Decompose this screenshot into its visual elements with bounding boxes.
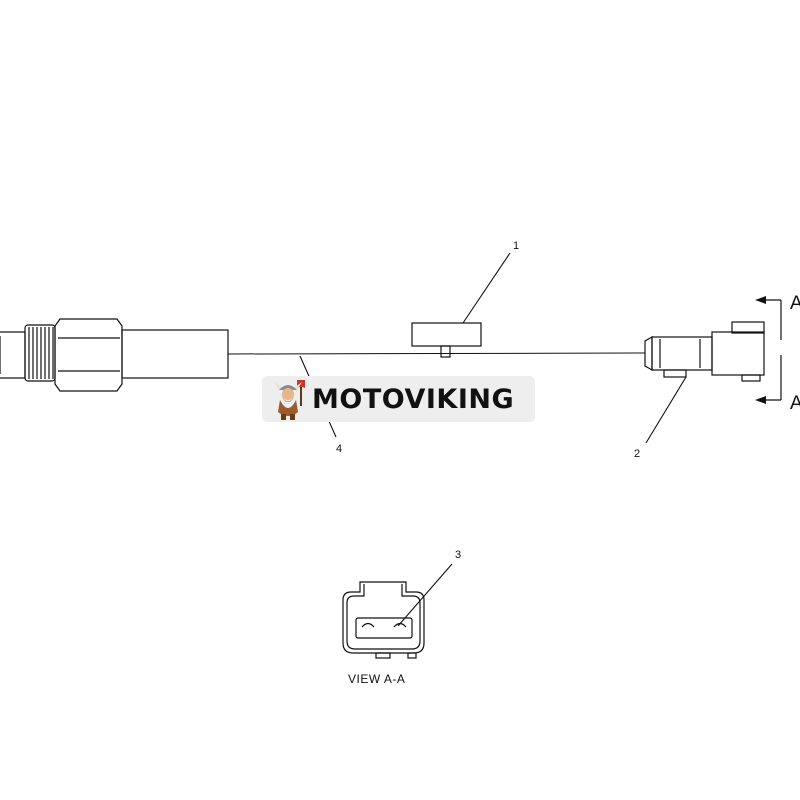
leader-line-3	[397, 563, 453, 627]
harness-cable	[227, 352, 646, 355]
section-label-bottom: A	[790, 393, 800, 414]
sensor-body	[0, 318, 229, 392]
leader-line-2	[645, 376, 687, 444]
leader-line-1	[462, 252, 511, 324]
watermark-text: MOTOVIKING	[312, 383, 515, 415]
callout-4: 4	[336, 443, 342, 455]
callout-3: 3	[455, 549, 461, 561]
watermark-banner: MOTOVIKING	[262, 376, 535, 422]
connector-face-view	[342, 581, 425, 659]
section-marker-a-a	[755, 296, 782, 404]
viking-mascot-icon	[274, 380, 305, 420]
callout-2: 2	[634, 448, 640, 460]
connector-body	[644, 321, 765, 382]
view-label: VIEW A-A	[348, 672, 405, 686]
harness-clip	[411, 322, 482, 358]
section-label-top: A	[790, 293, 800, 314]
callout-1: 1	[513, 240, 519, 252]
